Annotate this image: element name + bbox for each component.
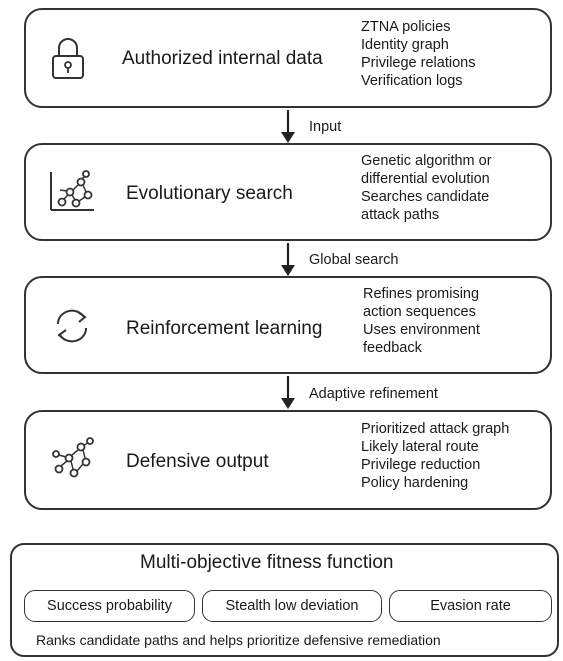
detail-item: Refines promising (363, 286, 480, 302)
lock-icon (52, 38, 84, 79)
detail-item: Identity graph (361, 37, 449, 53)
stage-box-defensive-output (24, 410, 552, 510)
stage-details: Genetic algorithm or differential evolut… (361, 152, 492, 224)
connector-label: Global search (309, 252, 399, 268)
objective-evasion-rate: Evasion rate (389, 590, 552, 622)
stage-details: Prioritized attack graph Likely lateral … (361, 420, 509, 492)
stage-title: Evolutionary search (126, 183, 293, 204)
stage-title: Reinforcement learning (126, 318, 323, 339)
scatter-graph-icon (50, 170, 94, 211)
detail-item: Searches candidate (361, 189, 490, 205)
detail-item: Policy hardening (361, 475, 469, 491)
detail-item: ZTNA policies (361, 19, 451, 35)
connector-label: Input (309, 119, 342, 135)
connector-label: Adaptive refinement (309, 386, 438, 402)
detail-item: Privilege reduction (361, 457, 481, 473)
objective-success-probability: Success probability (24, 590, 195, 622)
refresh-cycle-icon (56, 309, 88, 343)
stage-title: Authorized internal data (122, 48, 323, 69)
fitness-note: Ranks candidate paths and helps prioriti… (36, 632, 441, 648)
detail-item: feedback (363, 340, 422, 356)
detail-item: action sequences (363, 304, 476, 320)
stage-details: ZTNA policies Identity graph Privilege r… (361, 18, 475, 90)
fitness-title: Multi-objective fitness function (140, 552, 394, 573)
stage-title: Defensive output (126, 451, 269, 472)
fitness-function-box (10, 543, 559, 657)
detail-item: attack paths (361, 207, 440, 223)
detail-item: Prioritized attack graph (361, 421, 510, 437)
detail-item: Likely lateral route (361, 439, 479, 455)
stage-box-reinforcement-learning (24, 276, 552, 374)
stage-box-evolutionary-search (24, 143, 552, 241)
stage-box-authorized-data (24, 8, 552, 108)
objective-stealth-low-deviation: Stealth low deviation (202, 590, 382, 622)
detail-item: Uses environment (363, 322, 480, 338)
down-arrow-icon (281, 243, 295, 276)
detail-item: Privilege relations (361, 55, 476, 71)
stage-details: Refines promising action sequences Uses … (363, 285, 480, 357)
detail-item: Genetic algorithm or (361, 153, 492, 169)
network-graph-icon (52, 437, 94, 478)
down-arrow-icon (281, 376, 295, 409)
detail-item: Verification logs (361, 73, 463, 89)
detail-item: differential evolution (361, 171, 490, 187)
down-arrow-icon (281, 110, 295, 143)
